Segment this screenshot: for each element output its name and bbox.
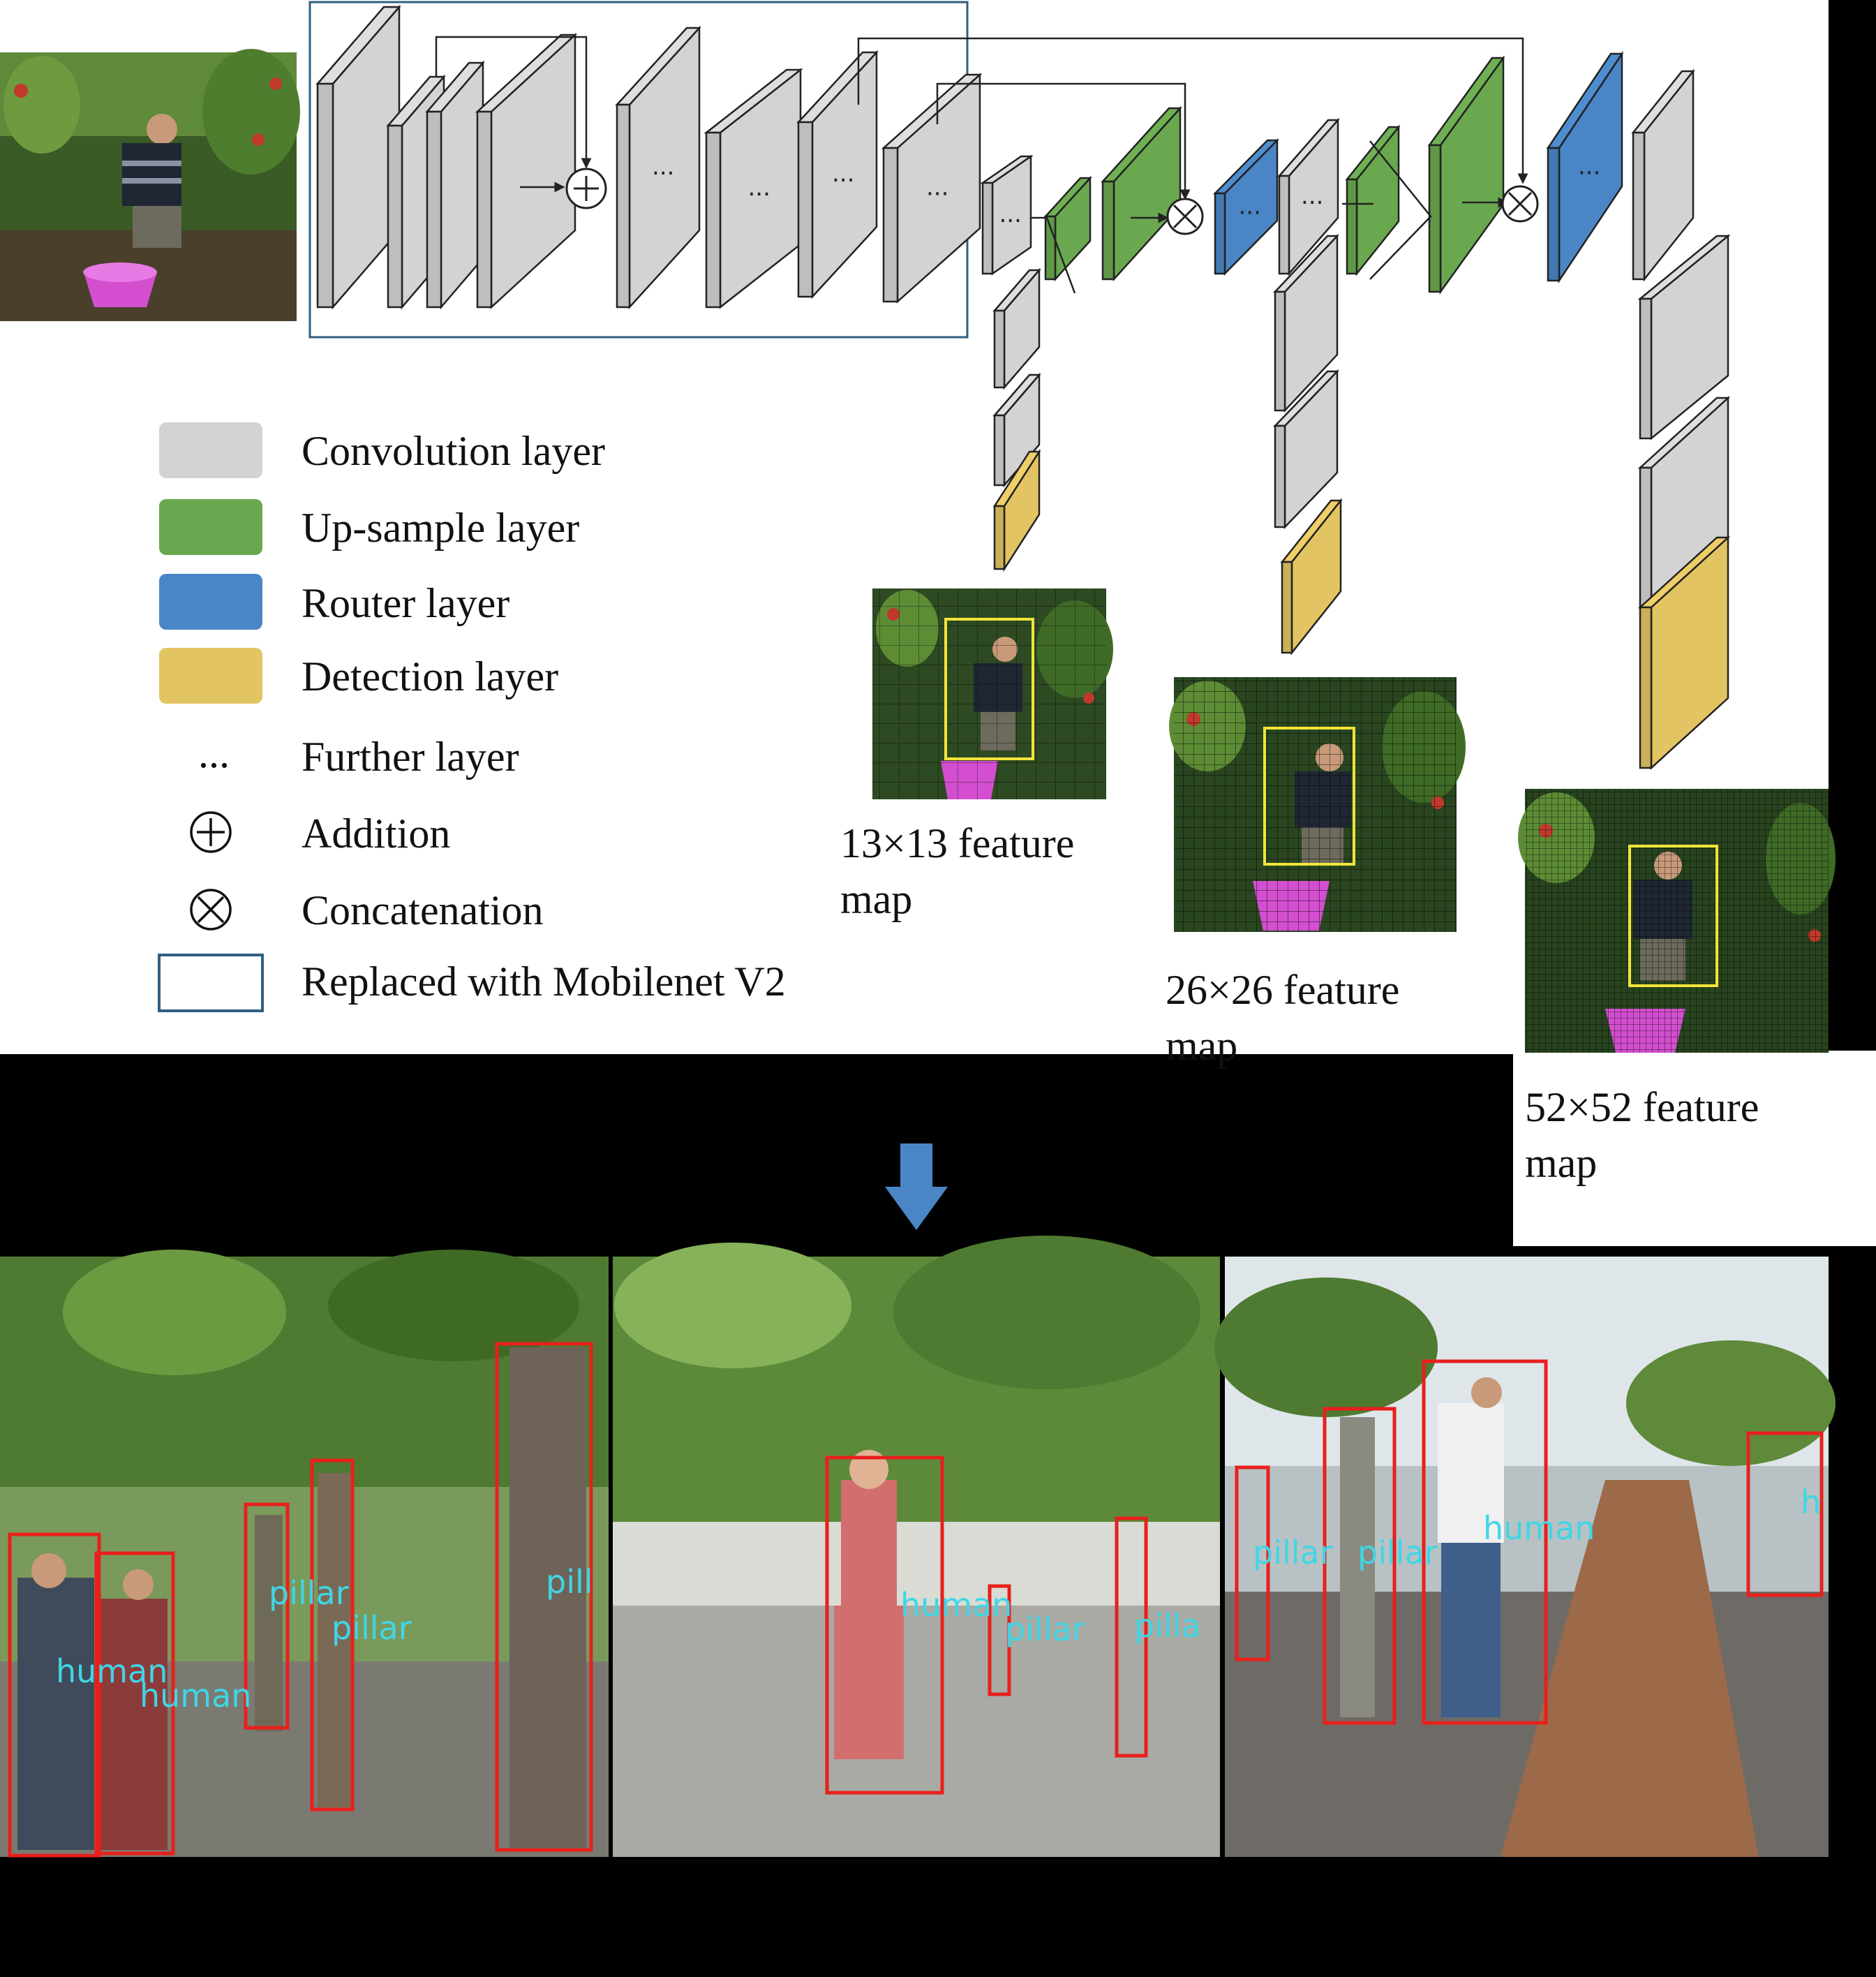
legend-detection-label: Detection layer bbox=[302, 653, 559, 699]
convolution-layer-block bbox=[992, 267, 1041, 390]
legend-upsample-label: Up-sample layer bbox=[302, 505, 580, 551]
legend-addition-label: Addition bbox=[302, 810, 451, 857]
upsample-layer-block bbox=[1101, 105, 1182, 282]
detection-layer-block bbox=[1637, 535, 1731, 770]
convolution-layer-block: ... bbox=[796, 50, 879, 299]
detection-layer-block bbox=[992, 448, 1041, 572]
legend-replaced-label: Replaced with Mobilenet V2 bbox=[302, 958, 786, 1005]
legend-swatches bbox=[158, 422, 264, 1012]
feature-map-52-caption: 52×52 feature map bbox=[1525, 1079, 1818, 1191]
router-layer-block: ... bbox=[1213, 138, 1279, 276]
upsample-layer-block bbox=[1427, 55, 1505, 295]
detection-layer-block bbox=[1280, 498, 1343, 656]
convolution-layer-block bbox=[475, 33, 578, 309]
addition-icon bbox=[190, 811, 232, 853]
feature-map-26 bbox=[1169, 677, 1466, 932]
further-layer-dots: ... bbox=[1578, 153, 1600, 181]
convolution-layer-block: ... bbox=[615, 25, 701, 310]
legend-convolution-label: Convolution layer bbox=[302, 428, 605, 474]
further-layer-dots: ... bbox=[999, 200, 1022, 228]
det-label: pillar bbox=[332, 1609, 412, 1647]
caption-line: 13×13 feature bbox=[840, 820, 1075, 866]
legend-router-label: Router layer bbox=[302, 580, 510, 626]
router-layer-block: ... bbox=[1546, 50, 1624, 284]
det-label: human bbox=[900, 1586, 1012, 1624]
feature-map-13-caption: 13×13 feature map bbox=[840, 815, 1133, 927]
detection-photo-3: pillar pillar human h bbox=[1214, 1257, 1836, 1857]
further-layer-dots: ... bbox=[926, 174, 948, 202]
convolution-layer-block bbox=[425, 60, 485, 310]
feature-map-13 bbox=[872, 588, 1113, 799]
det-label: human bbox=[140, 1677, 251, 1715]
det-label: pill bbox=[546, 1563, 593, 1601]
convolution-layer-block bbox=[1273, 369, 1339, 530]
further-layer-dots: ... bbox=[1239, 193, 1261, 221]
detection-photo-1: human human pillar pillar pill bbox=[0, 1250, 609, 1858]
concatenation-icon bbox=[1166, 198, 1204, 235]
convolution-layer-block: ... bbox=[1277, 117, 1340, 276]
concatenation-icon bbox=[1501, 185, 1539, 223]
legend-further-symbol: ... bbox=[198, 730, 230, 776]
detection-photo-2: human pillar pilla bbox=[613, 1236, 1220, 1857]
addition-icon bbox=[565, 168, 607, 209]
convolution-layer-block bbox=[1631, 68, 1695, 282]
further-layer-dots: ... bbox=[748, 174, 770, 202]
down-arrow-icon bbox=[885, 1143, 948, 1230]
further-layer-dots: ... bbox=[1301, 182, 1323, 210]
det-label: pillar bbox=[1253, 1534, 1333, 1571]
caption-line: map bbox=[1166, 1023, 1238, 1069]
feature-map-52 bbox=[1518, 789, 1836, 1053]
convolution-layer-block bbox=[1273, 233, 1339, 413]
caption-line: map bbox=[1525, 1140, 1598, 1186]
further-layer-dots: ... bbox=[652, 153, 674, 181]
convolution-layer-block: ... bbox=[704, 68, 803, 309]
det-label: pillar bbox=[1357, 1534, 1438, 1571]
convolution-layer-block bbox=[1637, 234, 1731, 440]
feature-map-26-caption: 26×26 feature map bbox=[1166, 962, 1459, 1074]
layer-blocks: ........................ bbox=[315, 4, 1731, 770]
det-label: pilla bbox=[1134, 1607, 1201, 1645]
skip-connections bbox=[435, 36, 1528, 294]
caption-line: map bbox=[840, 876, 913, 922]
det-label: human bbox=[56, 1652, 168, 1690]
input-photo bbox=[0, 49, 300, 321]
det-label: pillar bbox=[1005, 1611, 1085, 1648]
det-label: human bbox=[1483, 1509, 1595, 1547]
det-label: pillar bbox=[269, 1574, 349, 1612]
convolution-layer-block: ... bbox=[881, 73, 983, 304]
convolution-layer-block: ... bbox=[979, 154, 1034, 276]
caption-line: 52×52 feature bbox=[1525, 1084, 1759, 1130]
concatenation-icon bbox=[190, 889, 232, 931]
legend-further-label: Further layer bbox=[302, 734, 519, 780]
convolution-layer-block bbox=[992, 372, 1041, 488]
det-label: h bbox=[1801, 1483, 1821, 1521]
legend-concatenation-label: Concatenation bbox=[302, 887, 544, 933]
convolution-layer-block bbox=[315, 4, 401, 310]
further-layer-dots: ... bbox=[832, 160, 854, 188]
caption-line: 26×26 feature bbox=[1166, 967, 1400, 1013]
